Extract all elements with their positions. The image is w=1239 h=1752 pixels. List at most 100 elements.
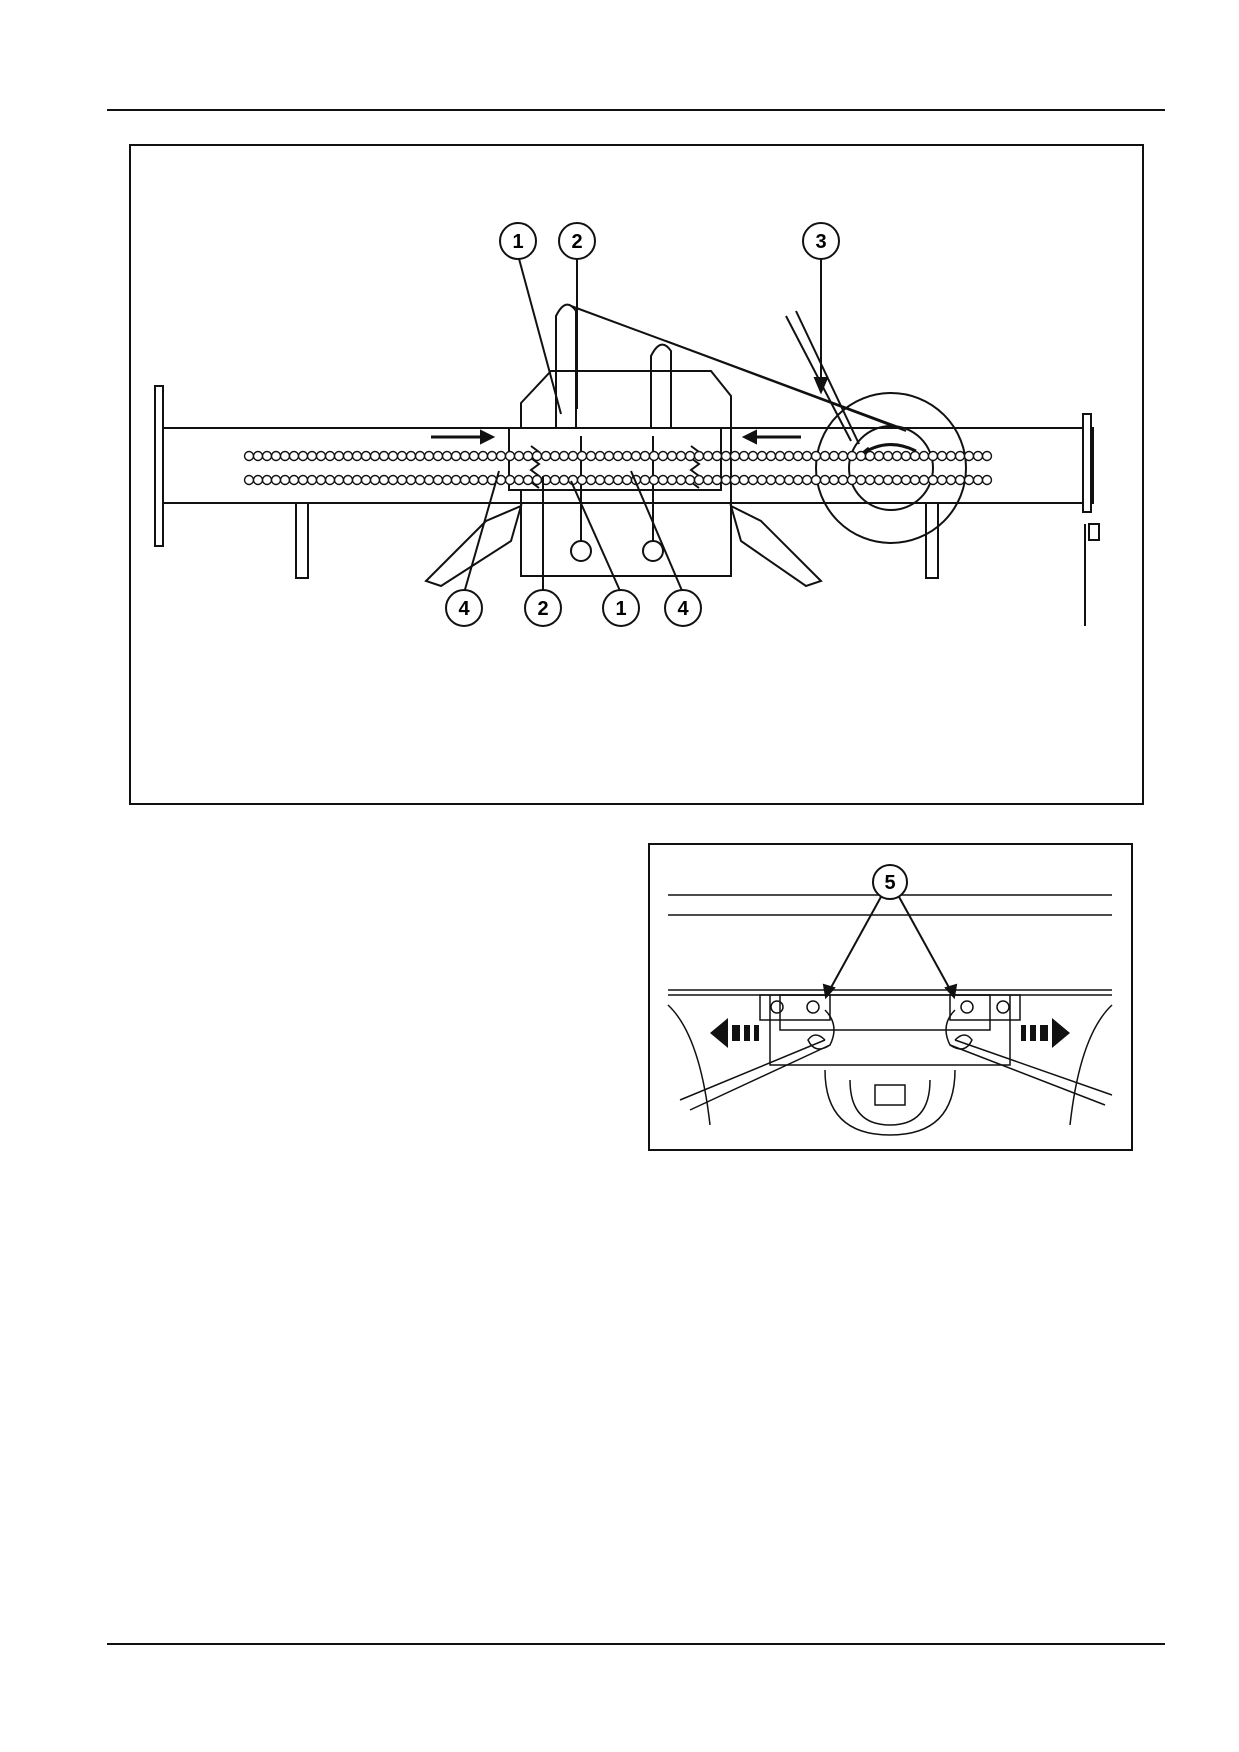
chain-link <box>945 474 957 486</box>
chain-link <box>549 474 561 486</box>
chain-link <box>261 474 273 486</box>
chain-link <box>432 474 444 486</box>
chain-link <box>243 474 255 486</box>
svg-text:5: 5 <box>884 872 895 894</box>
chain-link <box>414 450 426 462</box>
svg-text:3: 3 <box>815 231 826 253</box>
chain-link <box>873 450 885 462</box>
chain-link <box>891 450 903 462</box>
chain-link <box>846 450 858 462</box>
chain-link <box>594 474 606 486</box>
detail-illustration-figure: 5 <box>648 843 1133 1151</box>
chain-link <box>666 474 678 486</box>
chain-link <box>504 474 516 486</box>
chain-link <box>459 474 471 486</box>
chain-link <box>882 450 894 462</box>
callout-2-top: 2 <box>558 222 596 260</box>
chain-link <box>693 450 705 462</box>
chain-link <box>342 474 354 486</box>
chain-link <box>945 450 957 462</box>
chain-link <box>909 474 921 486</box>
chain-link <box>315 450 327 462</box>
drive-chain-upper-run <box>243 450 993 462</box>
chain-link <box>603 450 615 462</box>
chain-link <box>711 450 723 462</box>
chain-link <box>783 450 795 462</box>
chain-link <box>414 474 426 486</box>
chain-link <box>648 450 660 462</box>
chain-link <box>810 450 822 462</box>
chain-link <box>846 474 858 486</box>
chain-link <box>405 474 417 486</box>
svg-text:2: 2 <box>537 598 548 620</box>
chain-link <box>702 474 714 486</box>
chain-link <box>810 474 822 486</box>
latch-detail-illustration: 5 <box>667 864 1113 1136</box>
chain-link <box>738 450 750 462</box>
chain-link <box>261 450 273 462</box>
chain-link <box>450 450 462 462</box>
svg-text:1: 1 <box>615 598 626 620</box>
chain-link <box>720 474 732 486</box>
chain-link <box>531 450 543 462</box>
chain-link <box>639 474 651 486</box>
chain-link <box>324 474 336 486</box>
chain-link <box>756 474 768 486</box>
chain-link <box>495 450 507 462</box>
chain-link <box>360 474 372 486</box>
chain-link <box>360 450 372 462</box>
chain-link <box>423 474 435 486</box>
main-illustration-figure: 1 2 3 4 2 1 4 <box>129 144 1144 805</box>
chain-link <box>315 474 327 486</box>
chain-link <box>801 474 813 486</box>
chain-link <box>900 450 912 462</box>
chain-link <box>333 450 345 462</box>
chain-link <box>288 450 300 462</box>
chain-link <box>963 474 975 486</box>
chain-link <box>423 450 435 462</box>
chain-link <box>441 450 453 462</box>
chain-link <box>918 474 930 486</box>
chain-link <box>855 474 867 486</box>
chain-link <box>477 474 489 486</box>
chain-link <box>693 474 705 486</box>
chain-link <box>801 450 813 462</box>
chain-link <box>387 474 399 486</box>
chain-link <box>621 450 633 462</box>
chain-link <box>396 450 408 462</box>
callout-5: 5 <box>872 864 908 900</box>
chain-link <box>621 474 633 486</box>
chain-link <box>585 474 597 486</box>
chain-link <box>675 450 687 462</box>
chain-link <box>855 450 867 462</box>
chain-link <box>378 474 390 486</box>
chain-link <box>936 450 948 462</box>
chain-link <box>981 450 993 462</box>
chain-link <box>657 474 669 486</box>
chain-link <box>774 474 786 486</box>
chain-link <box>288 474 300 486</box>
chain-link <box>351 474 363 486</box>
chain-link <box>333 474 345 486</box>
chain-link <box>432 450 444 462</box>
chain-link <box>963 450 975 462</box>
chain-link <box>612 450 624 462</box>
chain-link <box>459 450 471 462</box>
callout-4-bottom-right: 4 <box>664 589 702 627</box>
chain-link <box>765 474 777 486</box>
drive-chain-lower-run <box>243 474 993 486</box>
chain-link <box>252 450 264 462</box>
chain-link <box>774 450 786 462</box>
chain-link <box>270 474 282 486</box>
chain-link <box>576 450 588 462</box>
callout-3-top: 3 <box>802 222 840 260</box>
chain-link <box>504 450 516 462</box>
chain-link <box>882 474 894 486</box>
chain-link <box>747 474 759 486</box>
header-rule <box>107 109 1165 111</box>
chain-link <box>828 450 840 462</box>
chain-link <box>792 450 804 462</box>
chain-link <box>639 450 651 462</box>
chain-link <box>684 450 696 462</box>
chain-link <box>378 450 390 462</box>
